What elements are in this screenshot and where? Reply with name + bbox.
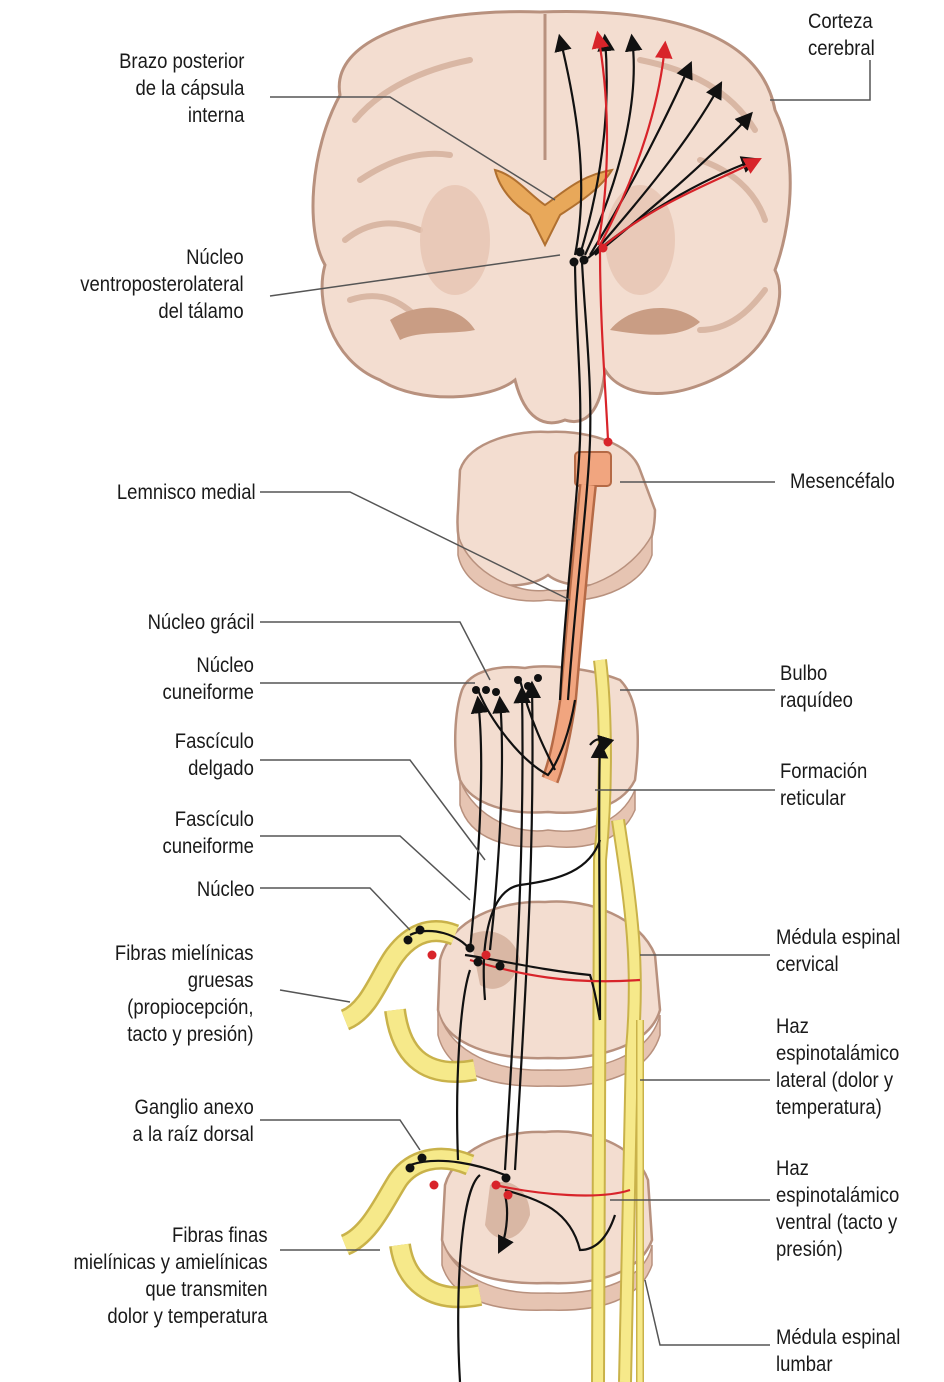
label-fibras-finas: Fibras finas mielínicas y amielínicas qu… (74, 1222, 268, 1330)
label-haz-espinotalamico-lateral: Haz espinotalámico lateral (dolor y temp… (776, 1013, 899, 1121)
label-haz-espinotalamico-ventral: Haz espinotalámico ventral (tacto y pres… (776, 1155, 899, 1263)
label-nucleo-ventroposterolateral: Núcleo ventroposterolateral del tálamo (81, 244, 244, 325)
label-ganglio-anexo: Ganglio anexo a la raíz dorsal (133, 1094, 254, 1148)
label-nucleo-gracil: Núcleo grácil (147, 609, 254, 636)
label-fasciculo-delgado: Fascículo delgado (175, 728, 254, 782)
label-corteza-cerebral: Corteza cerebral (808, 8, 875, 62)
label-nucleo-cuneiforme: Núcleo cuneiforme (163, 652, 254, 706)
label-lemnisco-medial: Lemnisco medial (117, 479, 256, 506)
label-medula-espinal-cervical: Médula espinal cervical (776, 924, 900, 978)
label-bulbo-raquideo: Bulbo raquídeo (780, 660, 853, 714)
label-fasciculo-cuneiforme: Fascículo cuneiforme (163, 806, 254, 860)
label-brazo-posterior: Brazo posterior de la cápsula interna (119, 48, 244, 129)
label-medula-espinal-lumbar: Médula espinal lumbar (776, 1324, 900, 1378)
brain-coronal-section (313, 12, 790, 423)
label-nucleo: Núcleo (196, 876, 254, 903)
midbrain-section (457, 432, 655, 601)
label-fibras-mielinicas-gruesas: Fibras mielínicas gruesas (propiocepción… (115, 940, 254, 1048)
label-formacion-reticular: Formación reticular (780, 758, 867, 812)
label-mesencefalo: Mesencéfalo (790, 468, 895, 495)
